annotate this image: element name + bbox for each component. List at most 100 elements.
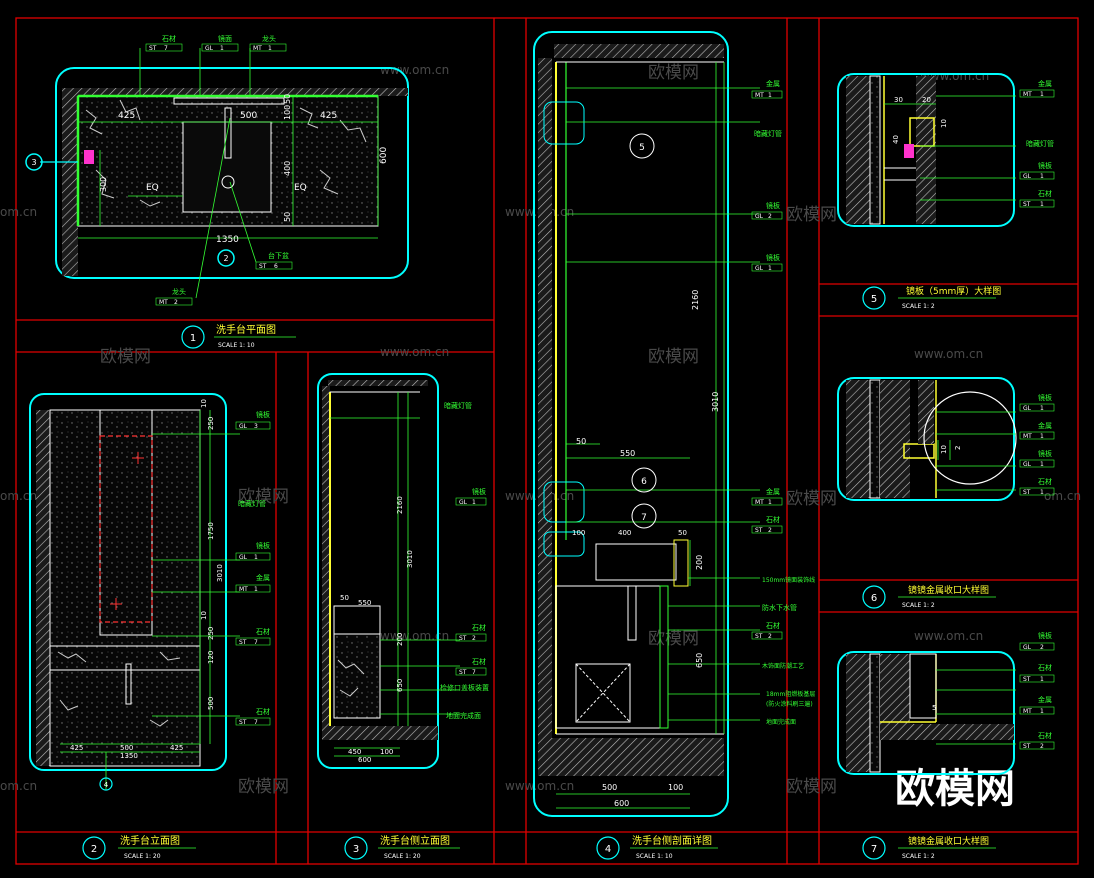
tag-num: 1: [1040, 461, 1044, 468]
callout-metal: 金属: [1038, 695, 1052, 704]
view-number-4: 4: [605, 844, 611, 855]
dim-250-b: 250: [207, 627, 215, 640]
callout-undercounter-basin: 台下盆: [268, 251, 289, 260]
callout-metal: 金属: [1038, 79, 1052, 88]
callout-finished-floor: 地面完成面: [446, 711, 481, 720]
tag-num: 1: [768, 265, 772, 272]
tag-num: 7: [164, 45, 168, 52]
watermark-url-partial: om.cn: [1044, 489, 1081, 503]
tag-code-st: ST: [459, 635, 467, 642]
callout-stone: 石材: [1038, 477, 1052, 486]
view-number-7: 7: [871, 844, 877, 855]
watermark-url: www.om.cn: [380, 629, 449, 643]
tag-code-mt: MT: [1023, 91, 1032, 98]
callout-metal: 金属: [766, 79, 780, 88]
view-3-side-elevation: 2160 3010 50 550 200 650 450 100 600 暗藏灯…: [317, 373, 489, 860]
tag-code-gl: GL: [205, 45, 214, 52]
watermark-url-partial: om.cn: [0, 205, 37, 219]
tag-num: 2: [1040, 743, 1044, 750]
tag-code-mt: MT: [159, 299, 168, 306]
callout-metal: 金属: [1038, 421, 1052, 430]
watermark-url-partial: om.cn: [0, 779, 37, 793]
dim-1350: 1350: [216, 235, 239, 245]
callout-wood-veneer: 木饰面防潮工艺: [762, 662, 804, 670]
watermark-brand: 欧模网: [786, 777, 837, 797]
dim-300: 300: [99, 177, 108, 192]
tag-code-st: ST: [259, 263, 267, 270]
watermark-brand: 欧模网: [786, 205, 837, 225]
tag-code-gl: GL: [459, 499, 468, 506]
callout-board-base: 18mm阻燃板基层: [766, 690, 815, 698]
view-number-2: 2: [91, 844, 97, 855]
callout-mirror: 镜面: [218, 34, 232, 43]
callout-access-panel: 检修口盖板装置: [440, 683, 489, 692]
tag-code-gl: GL: [755, 265, 764, 272]
view-scale-1: SCALE 1: 10: [218, 342, 255, 349]
tag-num: 1: [768, 92, 772, 99]
watermark-brand: 欧模网: [238, 487, 289, 507]
watermark-brand: 欧模网: [648, 629, 699, 649]
tag-code-st: ST: [239, 639, 247, 646]
section-marker-4: 4: [104, 781, 109, 789]
tag-num: 1: [1040, 173, 1044, 180]
sheet-frame: [15, 17, 1079, 865]
dim-425-left: 425: [118, 111, 135, 121]
dim-5: 5: [932, 704, 936, 712]
tag-num: 1: [1040, 91, 1044, 98]
tag-code-mt: MT: [755, 499, 764, 506]
callout-faucet: 龙头: [262, 34, 276, 43]
dim-650: 650: [695, 653, 704, 668]
dim-425-b: 425: [170, 744, 183, 752]
dim-1350: 1350: [120, 752, 138, 760]
tag-code-st: ST: [459, 669, 467, 676]
label-eq-2: EQ: [294, 183, 307, 193]
dim-50: 50: [576, 437, 586, 446]
watermark-brand: 欧模网: [648, 347, 699, 367]
tag-code-mt: MT: [239, 586, 248, 593]
tag-num: 1: [254, 554, 258, 561]
dim-3010: 3010: [711, 392, 720, 412]
view-scale-5: SCALE 1: 2: [902, 303, 935, 310]
callout-mirror-board-2: 镜板: [256, 541, 270, 550]
tag-num: 7: [254, 639, 258, 646]
dim-500-b: 500: [120, 744, 133, 752]
view-1-plan: 3 2 425 500 425 100 50 400 50 600 300 EQ…: [25, 34, 409, 349]
callout-stone-2: 石材: [472, 657, 486, 666]
view-title-5: 镜板（5mm厚）大样图: [906, 285, 1001, 297]
callout-mirror-board: 镜板: [256, 410, 270, 419]
watermark-url: www.om.cn: [920, 69, 989, 83]
callout-mirror-board: 镜板: [1038, 393, 1052, 402]
dim-50: 50: [283, 94, 292, 104]
dim-425-a: 425: [70, 744, 83, 752]
dim-1750: 1750: [207, 522, 215, 540]
callout-mirror-board: 镜板: [766, 201, 780, 210]
watermark-url: www.om.cn: [380, 63, 449, 77]
dim-3010: 3010: [216, 564, 224, 582]
tag-num: 1: [220, 45, 224, 52]
view-number-3: 3: [353, 844, 359, 855]
tag-num: 1: [472, 499, 476, 506]
dim-650: 650: [396, 679, 404, 692]
callout-drain-pipe: 防水下水管: [762, 603, 797, 612]
watermark-url: www.om.cn: [914, 629, 983, 643]
dim-40: 40: [892, 135, 900, 144]
callout-finished-floor: 地面完成面: [766, 718, 796, 726]
dim-400: 400: [283, 161, 292, 176]
tag-num: 1: [1040, 405, 1044, 412]
tag-num: 1: [1040, 489, 1044, 496]
view-2-elevation: 4 10 250 1750 3010 10 250 120 500 425 50…: [29, 393, 271, 860]
tag-code-st: ST: [1023, 743, 1031, 750]
callout-hidden-light: 暗藏灯管: [238, 499, 266, 508]
callout-mirror-trim: 150mm镜面装饰线: [762, 576, 815, 584]
dim-2160: 2160: [691, 290, 700, 310]
view-title-3: 洗手台侧立面图: [380, 834, 450, 847]
dim-10: 10: [940, 445, 948, 454]
watermark-brand: 欧模网: [100, 347, 151, 367]
view-title-2: 洗手台立面图: [120, 834, 180, 847]
tag-code-st: ST: [1023, 201, 1031, 208]
dim-100: 100: [283, 105, 292, 120]
dim-550: 550: [358, 599, 371, 607]
callout-stone-2: 石材: [766, 621, 780, 630]
dim-3010: 3010: [406, 550, 414, 568]
detail-marker-5: 5: [639, 143, 645, 153]
